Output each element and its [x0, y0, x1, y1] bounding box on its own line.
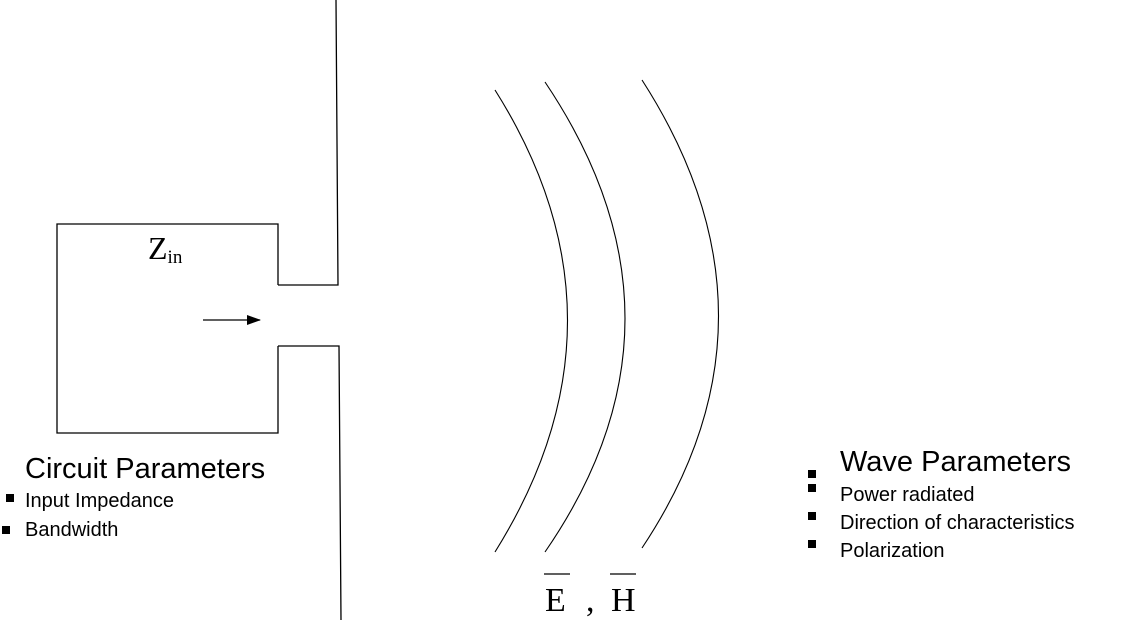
circuit-parameters-heading: Circuit Parameters	[25, 453, 266, 485]
lower-antenna-arm	[278, 345, 342, 621]
bullet-icon	[808, 484, 816, 492]
impedance-symbol: Z	[148, 230, 168, 266]
impedance-subscript: in	[167, 247, 183, 268]
bullet-icon	[808, 470, 816, 478]
bullet-icon	[2, 526, 10, 534]
wavefront-2	[544, 81, 626, 553]
wavefront-1	[494, 89, 568, 553]
circuit-item-bandwidth: Bandwidth	[25, 519, 119, 541]
field-separator: ,	[586, 582, 595, 619]
upper-antenna-arm	[278, 0, 339, 286]
impedance-label: Zin	[148, 232, 182, 267]
electric-field-label: E	[545, 582, 566, 619]
circuit-item-input-impedance: Input Impedance	[25, 490, 174, 512]
wave-item-polarization: Polarization	[840, 540, 945, 562]
wave-item-power-radiated: Power radiated	[840, 484, 975, 506]
bullet-icon	[6, 494, 14, 502]
circuit-box-outline	[56, 223, 279, 434]
wave-parameters-heading: Wave Parameters	[840, 446, 1071, 478]
wavefront-3	[641, 79, 719, 549]
magnetic-field-label: H	[611, 582, 636, 619]
bullet-icon	[808, 512, 816, 520]
bullet-icon	[808, 540, 816, 548]
wave-item-direction: Direction of characteristics	[840, 512, 1075, 534]
